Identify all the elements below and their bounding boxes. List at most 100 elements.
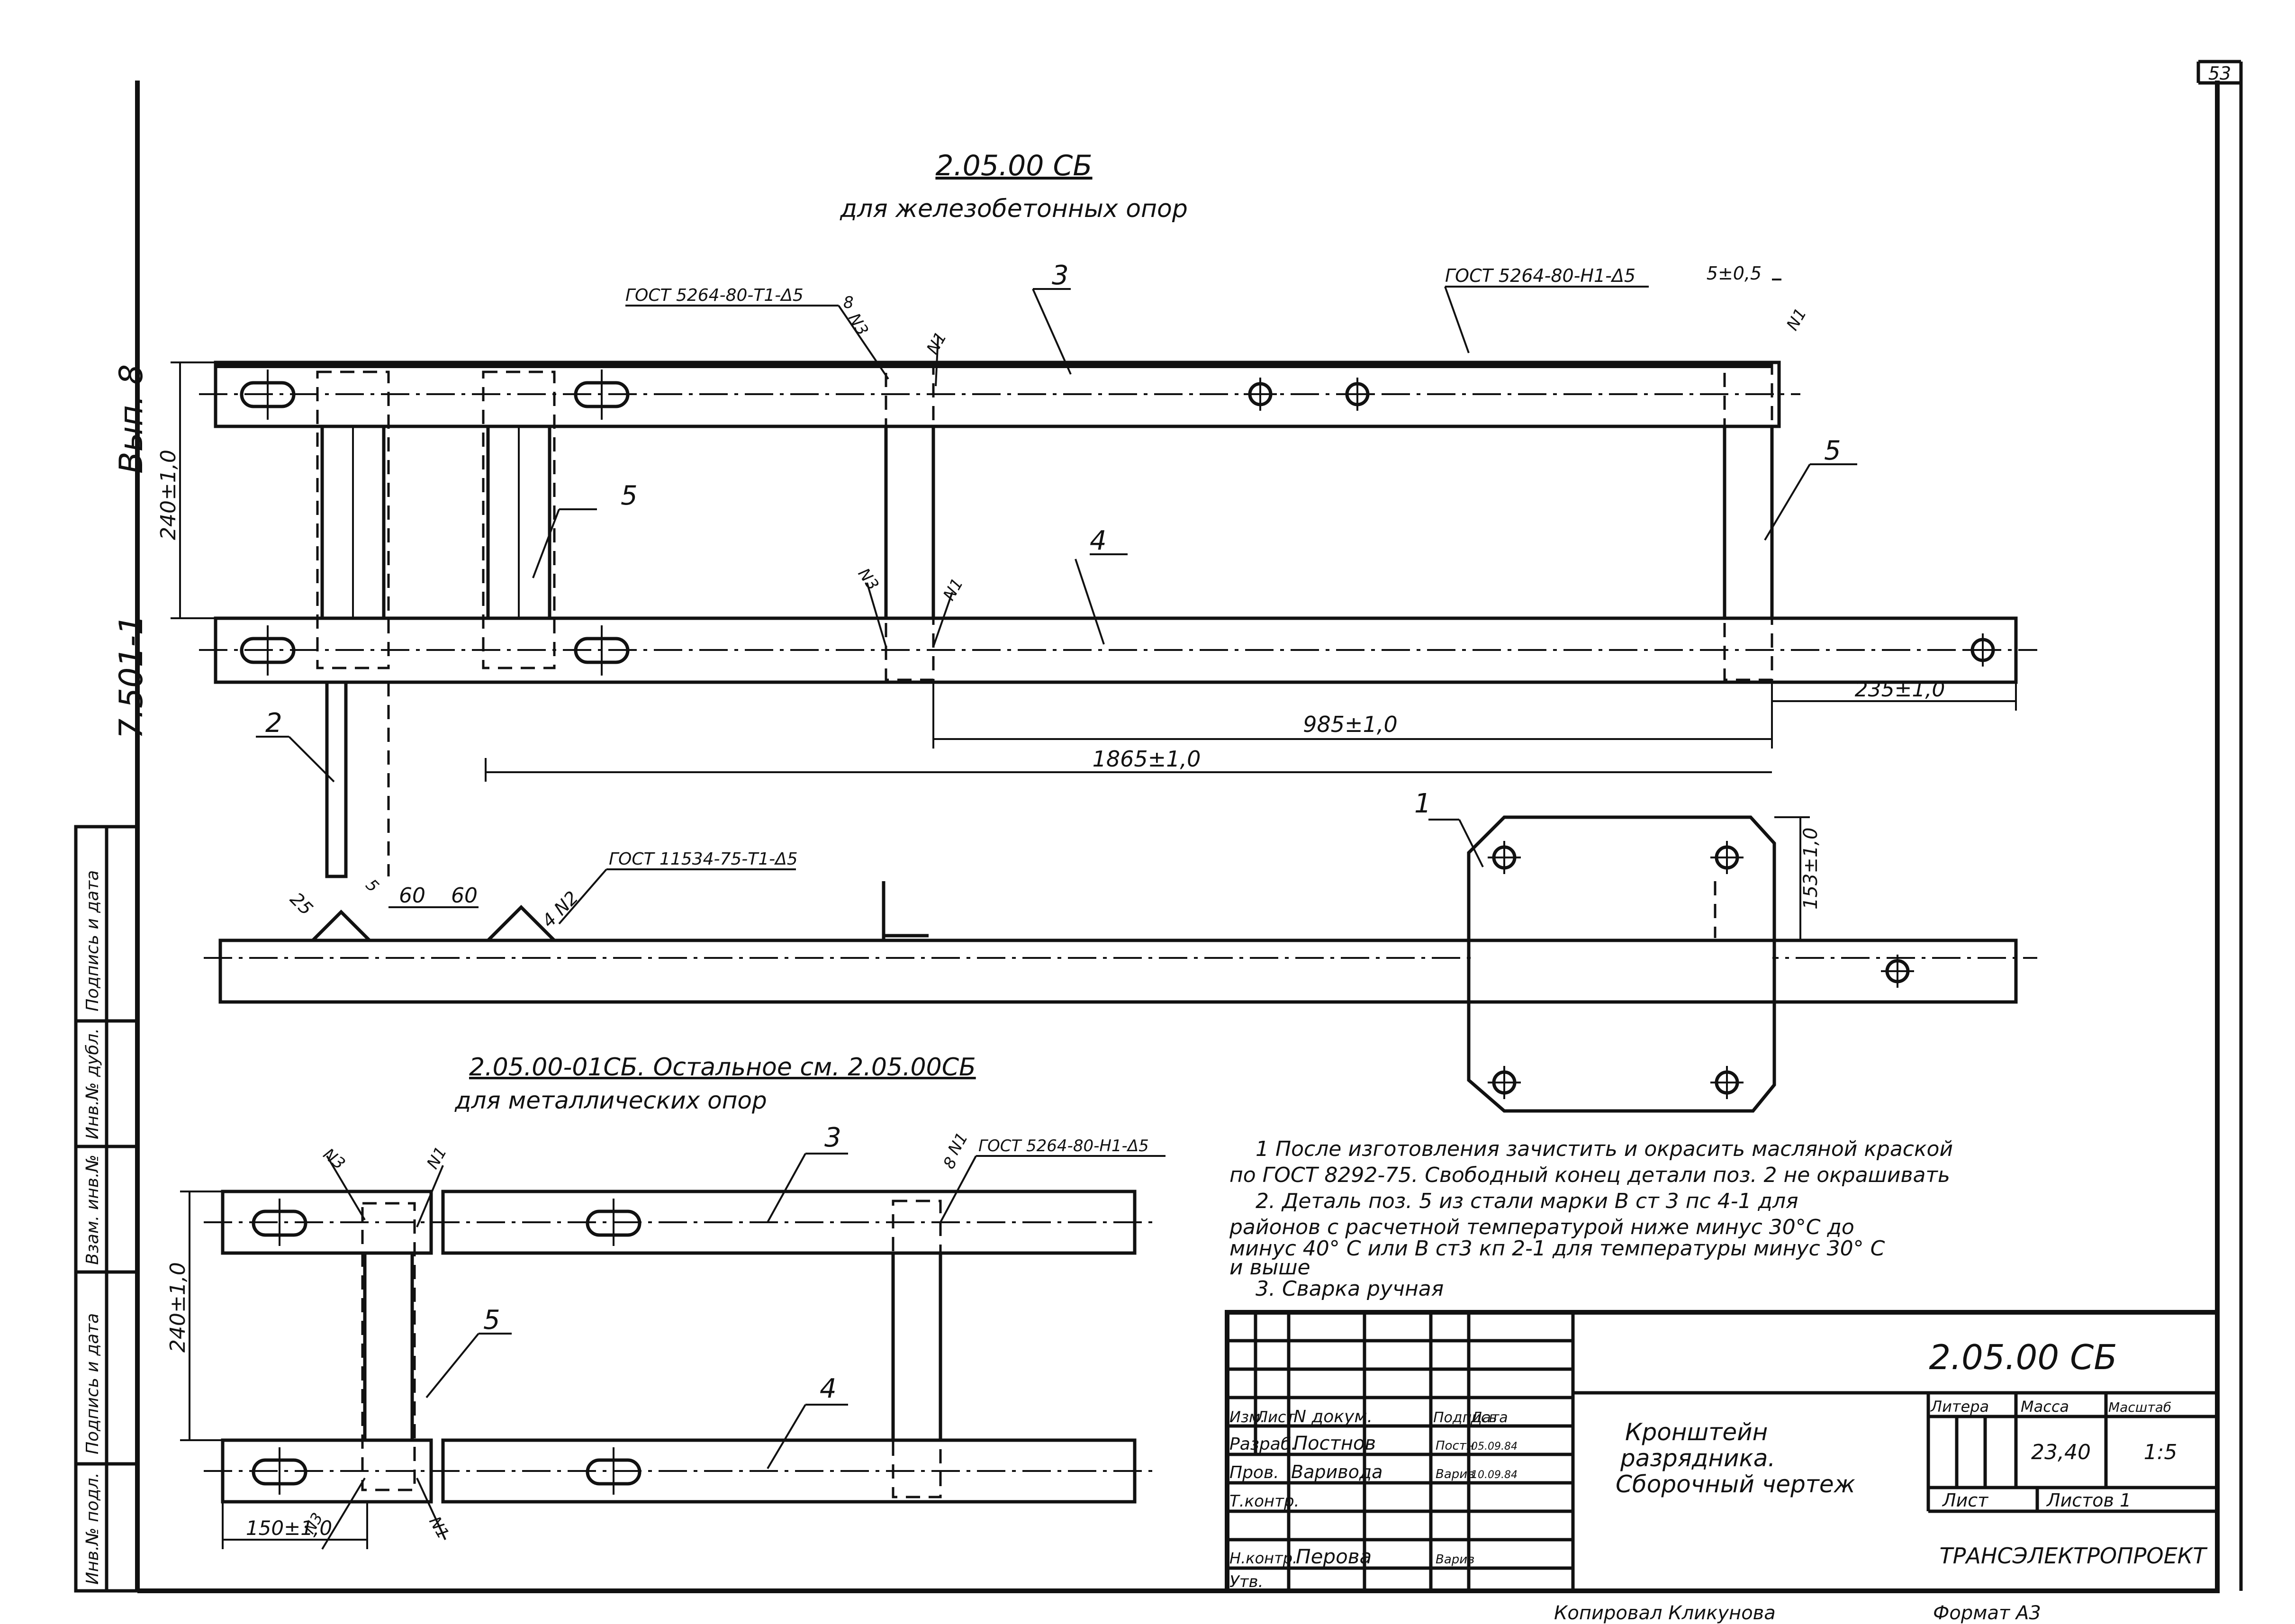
label-b-pos4: 4 bbox=[820, 1373, 837, 1404]
mark-n1-mid: N1 bbox=[940, 575, 967, 604]
sheet-format: Формат А3 bbox=[1933, 1602, 2041, 1624]
note-line-5: минус 40° С или В ст3 кп 2-1 для темпера… bbox=[1229, 1236, 1885, 1261]
strut-b-right bbox=[891, 1251, 942, 1442]
dim-153: 153±1,0 bbox=[1800, 828, 1822, 910]
role-razrab: Разраб. bbox=[1229, 1435, 1296, 1454]
bottom-view-title: 2.05.00-01СБ. Остальное см. 2.05.00СБ bbox=[469, 1053, 976, 1082]
strut-center bbox=[884, 424, 935, 620]
massa-value: 23,40 bbox=[2031, 1440, 2091, 1464]
weld-note-t1: ГОСТ 5264-80-Т1-Δ5 bbox=[625, 286, 804, 305]
label-pos1: 1 bbox=[1414, 788, 1431, 819]
technical-notes: 1 После изготовления зачистить и окрасит… bbox=[1229, 1137, 1953, 1301]
role-prov: Пров. bbox=[1229, 1463, 1279, 1482]
date-prov: 10.09.84 bbox=[1471, 1469, 1518, 1481]
col-massa: Масса bbox=[2021, 1398, 2069, 1416]
strut-right bbox=[1723, 424, 1774, 620]
mark-n3-top: N3 bbox=[844, 310, 872, 339]
note-line-4: районов с расчетной температурой ниже ми… bbox=[1229, 1215, 1854, 1239]
dim-240-top: 240±1,0 bbox=[156, 450, 181, 540]
bottom-view: 2.05.00-01СБ. Остальное см. 2.05.00СБ дл… bbox=[166, 1053, 1166, 1550]
mark-n1-top: N1 bbox=[923, 329, 950, 358]
slot-holes bbox=[240, 370, 630, 676]
date-razrab: 05.09.84 bbox=[1471, 1441, 1518, 1453]
mark-b-n1-top: N1 bbox=[423, 1144, 451, 1173]
dim-985: 985±1,0 bbox=[1303, 712, 1398, 737]
strut-center-hidden bbox=[885, 361, 935, 681]
flange-plate-pos1 bbox=[1467, 815, 1776, 1113]
stamp-label-5: Инв.№ подл. bbox=[83, 1472, 102, 1585]
name-nkontr: Перова bbox=[1296, 1545, 1372, 1568]
role-utv: Утв. bbox=[1229, 1572, 1263, 1591]
doc-code: 2.05.00 СБ bbox=[1929, 1337, 2117, 1377]
stamp-label-4: Подпись и дата bbox=[83, 1313, 102, 1454]
mark-b-n1-right: N1 bbox=[944, 1129, 972, 1158]
weld-note-side: ГОСТ 11534-75-Т1-Δ5 bbox=[609, 849, 798, 869]
sign-prov: Варив bbox=[1436, 1467, 1475, 1481]
strut-b-left bbox=[363, 1251, 414, 1442]
label-pos5-left: 5 bbox=[621, 480, 638, 511]
head-izm: Изм. bbox=[1229, 1408, 1265, 1426]
dim-1865: 1865±1,0 bbox=[1093, 746, 1201, 772]
name-line-2: разрядника. bbox=[1620, 1444, 1775, 1472]
sign-razrab: Постн bbox=[1436, 1439, 1474, 1453]
slot-holes-bottom bbox=[252, 1199, 642, 1495]
top-dimensions bbox=[171, 279, 2017, 782]
label-b-pos3: 3 bbox=[824, 1122, 841, 1153]
sheet-number: 53 bbox=[2208, 63, 2231, 84]
mark-b-n1-bottom: N1 bbox=[425, 1514, 452, 1543]
bottom-view-subtitle: для металлических опор bbox=[454, 1087, 767, 1114]
dim-gap-5: 5±0,5 bbox=[1707, 263, 1762, 284]
dim-235: 235±1,0 bbox=[1855, 677, 1945, 702]
weld-note-h1: ГОСТ 5264-80-Н1-Δ5 bbox=[1445, 265, 1635, 286]
copied-by: Копировал Кликунова bbox=[1554, 1602, 1776, 1624]
flange-holes bbox=[1488, 841, 1914, 1099]
head-list: Лист bbox=[1256, 1408, 1295, 1426]
bottom-leaders bbox=[321, 1153, 1166, 1550]
note-line-7: 3. Сварка ручная bbox=[1256, 1277, 1444, 1301]
masshtab-value: 1:5 bbox=[2144, 1440, 2178, 1464]
dim-60-b: 60 bbox=[451, 884, 478, 908]
top-view-title: 2.05.00 СБ bbox=[935, 149, 1092, 182]
note-line-6: и выше bbox=[1229, 1255, 1310, 1280]
sign-nkontr: Варив bbox=[1436, 1552, 1475, 1567]
head-data: Дата bbox=[1470, 1409, 1508, 1426]
dim-5: 5 bbox=[362, 875, 383, 896]
col-masshtab: Масштаб bbox=[2108, 1399, 2171, 1415]
dim-25: 25 bbox=[286, 888, 317, 919]
rod-pos2 bbox=[325, 680, 348, 878]
name-line-3: Сборочный чертеж bbox=[1616, 1471, 1855, 1498]
weld-note-bottom: ГОСТ 5264-80-Н1-Δ5 bbox=[978, 1137, 1149, 1155]
side-view: 153±1,0 ГОСТ 11534-75-Т1-Δ5 4 N2 25 5 60… bbox=[204, 788, 2037, 1113]
stamp-label-1: Подпись и дата bbox=[83, 870, 102, 1011]
mark-4n2: 4 N2 bbox=[538, 887, 582, 931]
issue-number: Вып. 8 bbox=[113, 364, 150, 474]
dim-240-bottom: 240±1,0 bbox=[166, 1262, 190, 1353]
bolt-holes-top bbox=[1244, 378, 1999, 667]
note-line-3: 2. Деталь поз. 5 из стали марки В ст 3 п… bbox=[1256, 1189, 1798, 1213]
label-pos3: 3 bbox=[1052, 260, 1069, 291]
dim-60-a: 60 bbox=[399, 884, 425, 908]
mark-n1-right: N1 bbox=[1783, 305, 1810, 334]
list-label: Лист bbox=[1942, 1490, 1989, 1511]
label-pos5-right: 5 bbox=[1824, 435, 1841, 466]
weld-count-top: 8 bbox=[843, 293, 854, 312]
stamp-label-3: Взам. инв.№ bbox=[83, 1155, 102, 1265]
mark-n3-mid: N3 bbox=[854, 565, 883, 594]
label-pos2: 2 bbox=[265, 708, 282, 739]
name-prov: Вариводa bbox=[1291, 1462, 1382, 1482]
stamp-label-2: Инв.№ дубл. bbox=[83, 1028, 102, 1139]
side-beam bbox=[218, 938, 2018, 1004]
series-number: 7.501-1 bbox=[113, 615, 150, 739]
listov-label: Листов 1 bbox=[2046, 1490, 2131, 1511]
label-pos4: 4 bbox=[1090, 525, 1107, 556]
series-stamp: 7.501-1 Вып. 8 bbox=[113, 364, 150, 739]
col-litera: Литера bbox=[1930, 1398, 1989, 1416]
top-view: 2.05.00 СБ для железобетонных опор bbox=[156, 149, 2037, 878]
struts-pos5-left bbox=[316, 370, 556, 669]
top-leaders bbox=[256, 286, 1857, 783]
organization: ТРАНСЭЛЕКТРОПРОЕКТ bbox=[1940, 1543, 2208, 1569]
note-line-1: 1 После изготовления зачистить и окрасит… bbox=[1256, 1137, 1953, 1161]
left-stamp-column: Подпись и дата Инв.№ дубл. Взам. инв.№ П… bbox=[74, 825, 139, 1593]
role-nkontr: Н.контр. bbox=[1229, 1549, 1297, 1567]
mark-b-n3-top: N3 bbox=[319, 1145, 349, 1173]
